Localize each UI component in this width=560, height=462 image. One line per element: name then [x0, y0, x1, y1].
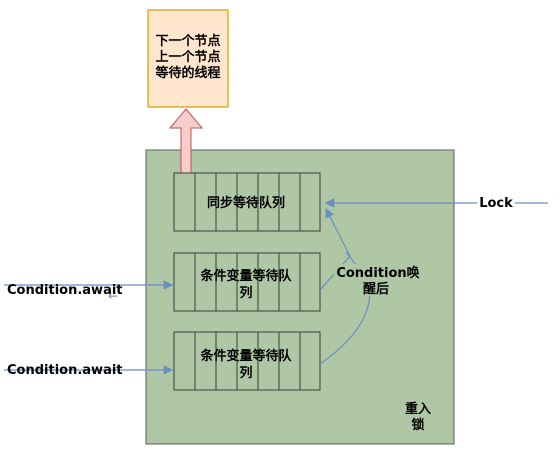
node-box-line-3: 等待的线程	[154, 65, 220, 81]
condition-queue-1-label-line-2: 列	[239, 285, 252, 301]
sync-queue-label: 同步等待队列	[207, 195, 285, 211]
small-arrow-icon: ←	[108, 289, 118, 303]
sync-queue: 同步等待队列	[173, 172, 321, 232]
condition-queue-2-label-line-1: 条件变量等待队	[200, 348, 292, 364]
condition-queue-2-label-line-2: 列	[239, 365, 252, 381]
condition-queue-2: 条件变量等待队 列	[173, 331, 321, 391]
lock-edge-label: Lock	[479, 196, 513, 211]
lock-label-line-1: 重入	[405, 401, 431, 417]
up-arrow	[168, 108, 204, 174]
wakeup-label-line-1: Condition唤	[336, 265, 420, 281]
await-label-2: Condition.await	[7, 363, 123, 378]
node-box-line-2: 上一个节点	[155, 49, 220, 65]
await-label-1: Condition.await	[7, 283, 123, 298]
wakeup-label-line-2: 醒后	[363, 281, 389, 297]
wakeup-arrow-1	[319, 207, 351, 291]
node-box-line-1: 下一个节点	[155, 33, 220, 49]
condition-queue-1-label-line-1: 条件变量等待队	[200, 268, 292, 284]
condition-queue-1: 条件变量等待队 列	[173, 252, 321, 312]
lock-label-line-2: 锁	[411, 417, 424, 433]
node-info-box: 下一个节点 上一个节点 等待的线程	[147, 9, 229, 108]
